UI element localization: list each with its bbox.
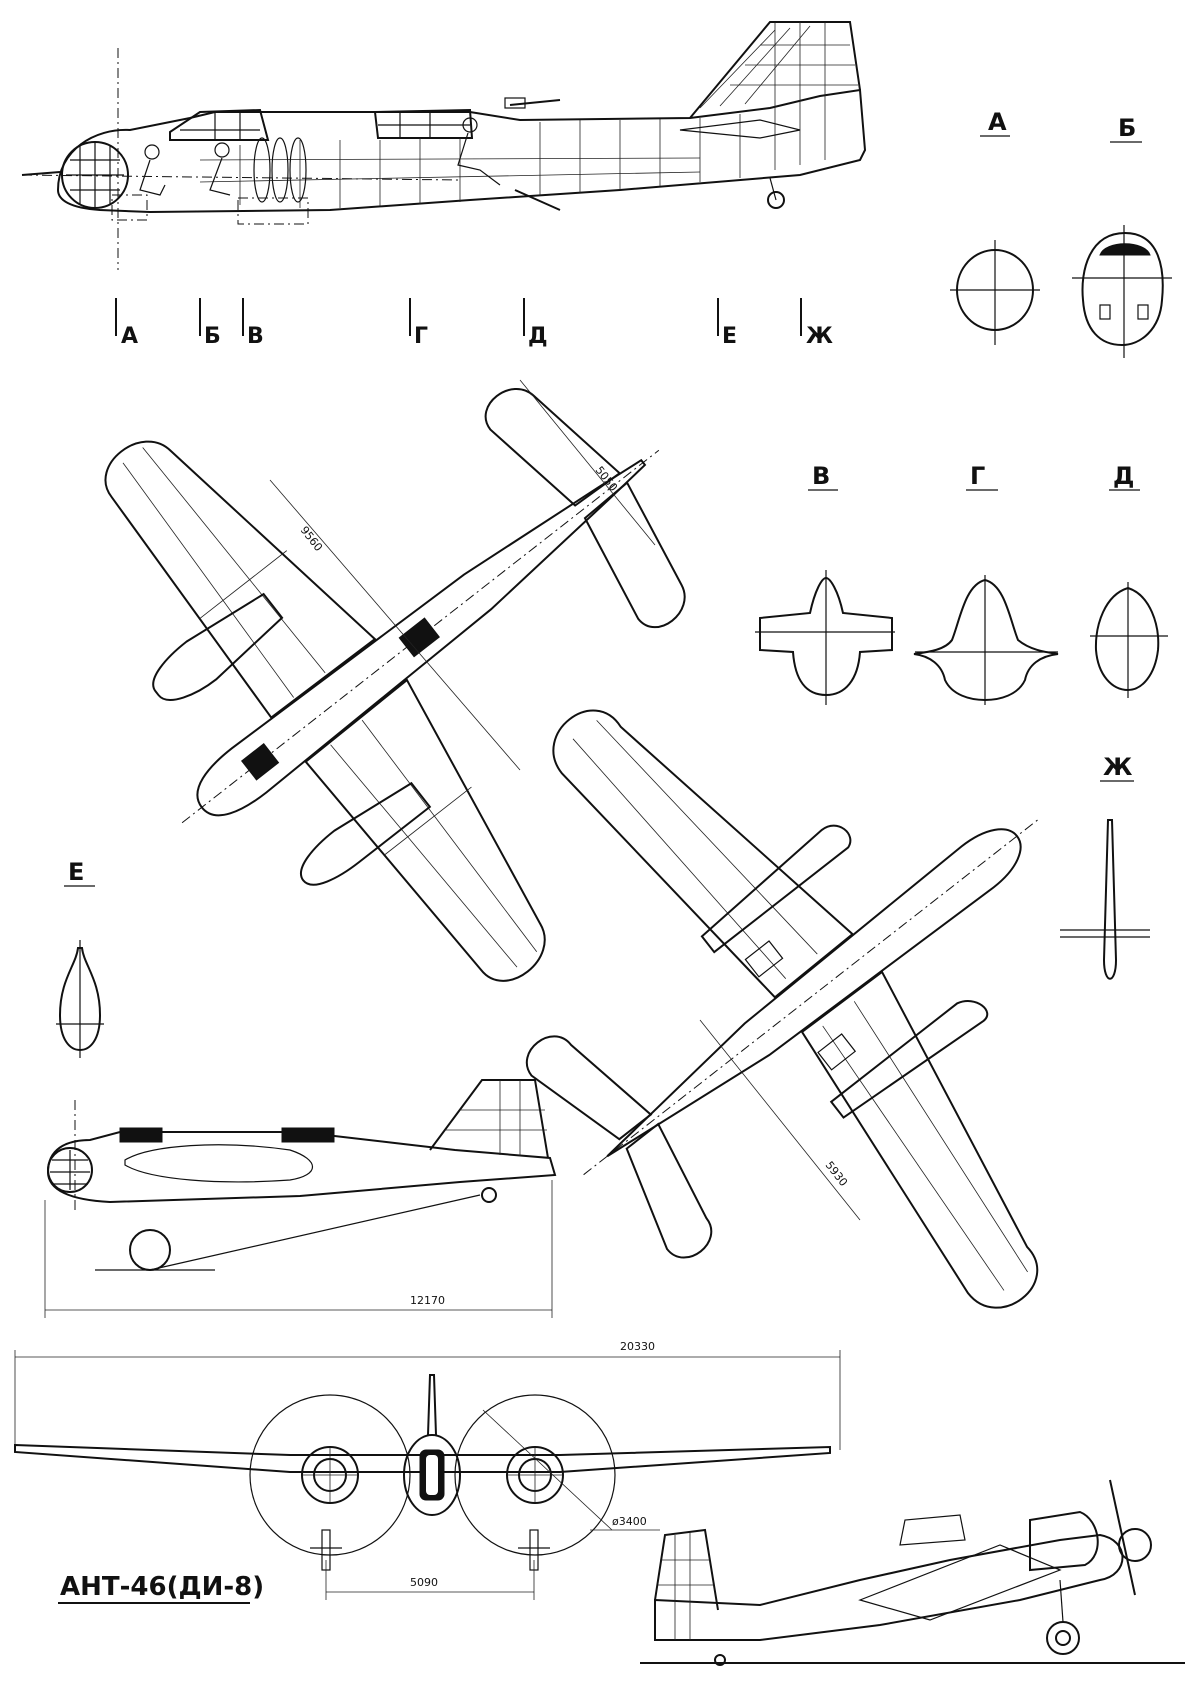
dim-length: 12170: [410, 1294, 445, 1307]
top-view-upper: [104, 388, 686, 982]
section-title-d: Д: [1113, 462, 1134, 490]
dim-track: 5090: [410, 1576, 438, 1589]
marker-zh: Ж: [806, 324, 833, 349]
marker-a: А: [121, 324, 138, 349]
section-title-g: Г: [970, 462, 985, 490]
dim-wingspan: 20330: [620, 1340, 655, 1353]
marker-b: Б: [204, 324, 221, 349]
section-title-a: А: [988, 108, 1007, 136]
marker-v: В: [247, 324, 264, 349]
perspective-view: [640, 1479, 1185, 1666]
section-marker-row: А Б В Г Д Е Ж: [115, 298, 833, 349]
section-title-v: В: [812, 462, 830, 490]
section-title-zh: Ж: [1103, 753, 1133, 781]
dim-cabin-width: 5930: [823, 1159, 850, 1189]
side-cutaway-view: [21, 21, 867, 270]
lower-dim-lines: 5930: [699, 1019, 861, 1221]
top-view-lower: [525, 709, 1041, 1309]
marker-d: Д: [528, 324, 548, 349]
drawing-title: АНТ-46(ДИ-8): [60, 1572, 264, 1602]
cross-sections: А Б В Г Д Ж: [56, 108, 1172, 1058]
section-title-b: Б: [1118, 114, 1136, 142]
front-view: 20330 ø3400 5090: [14, 1340, 841, 1600]
marker-e: Е: [722, 324, 737, 349]
drawing-title-block: АНТ-46(ДИ-8): [58, 1572, 264, 1604]
dim-propeller: ø3400: [612, 1515, 647, 1528]
side-view: 12170: [44, 1079, 557, 1318]
section-title-e: Е: [68, 858, 84, 886]
marker-g: Г: [414, 324, 428, 349]
